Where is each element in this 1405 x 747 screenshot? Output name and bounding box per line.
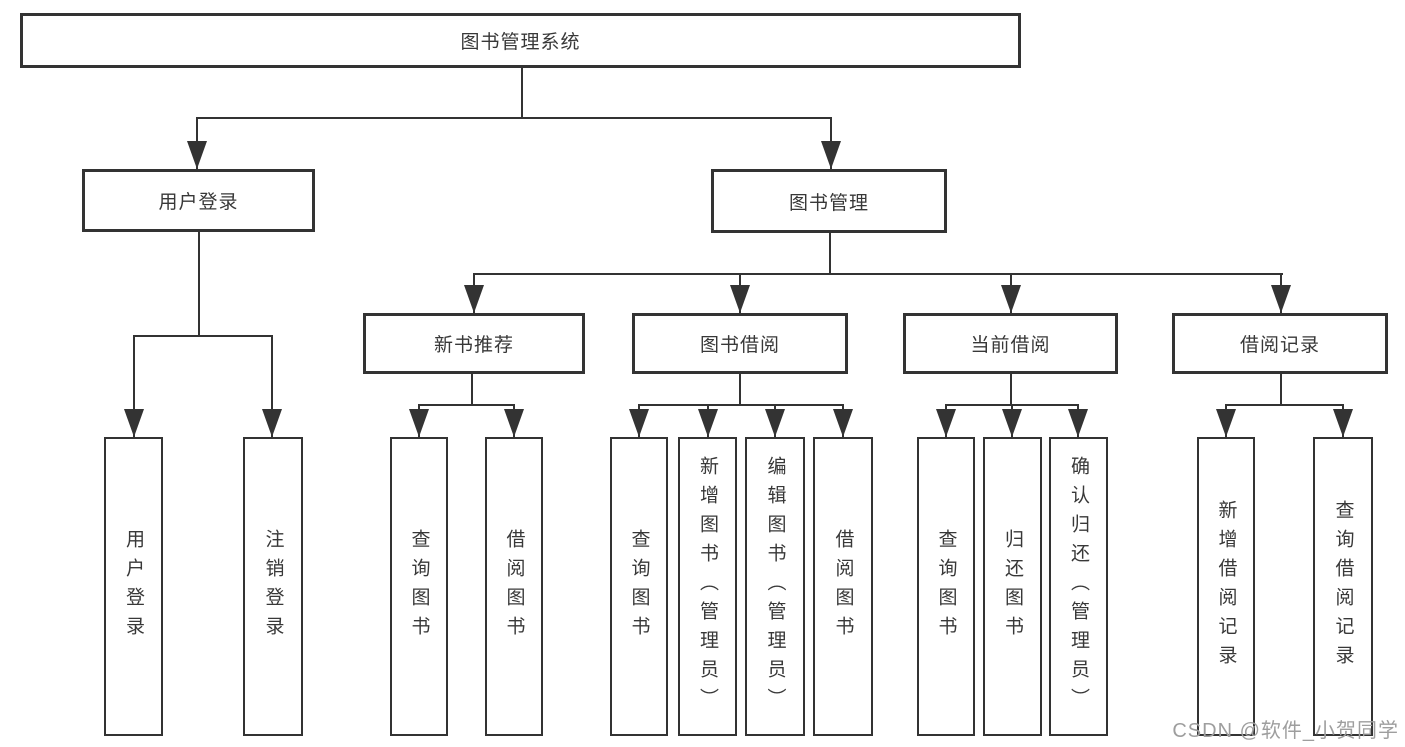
arrow-to-book-borrowing [739, 274, 741, 313]
arrow-leaf-g2-add [707, 405, 709, 437]
node-library-system-label: 图书管理系统 [460, 32, 581, 53]
leaf-g3-return-book: 归还图书 [983, 437, 1042, 736]
leaf-g1-borrow-books: 借阅图书 [485, 437, 543, 736]
node-new-book-recommend-label: 新书推荐 [433, 335, 514, 356]
connector-group1-stem [471, 374, 473, 405]
leaf-user-login-label: 用户登录 [123, 528, 144, 645]
node-book-management-label: 图书管理 [788, 192, 869, 214]
leaf-g4-query-borrow-record-label: 查询借阅记录 [1332, 499, 1354, 674]
arrow-to-borrowing-records [1280, 274, 1282, 313]
arrow-leaf-g1-query [418, 405, 420, 437]
connector-login-stem [198, 232, 200, 337]
leaf-g2-query-books-label: 查询图书 [628, 528, 650, 645]
node-library-system: 图书管理系统 [20, 13, 1021, 68]
arrow-to-leaf-user-login [133, 336, 135, 437]
node-book-management: 图书管理 [711, 169, 947, 233]
node-borrowing-records-label: 借阅记录 [1239, 335, 1320, 356]
arrow-to-book-management [830, 118, 832, 169]
connector-root-bus [196, 117, 832, 119]
connector-mgmt-stem [829, 233, 831, 275]
leaf-g3-confirm-return-admin: 确认归还（管理员） [1049, 437, 1108, 736]
leaf-g4-query-borrow-record: 查询借阅记录 [1313, 437, 1373, 736]
leaf-g2-edit-book-admin: 编辑图书（管理员） [745, 437, 805, 736]
node-current-borrowing-label: 当前借阅 [970, 335, 1051, 356]
leaf-g2-edit-book-admin-label: 编辑图书（管理员） [764, 456, 786, 717]
node-new-book-recommend: 新书推荐 [363, 313, 585, 374]
arrow-leaf-g2-query [638, 405, 640, 437]
arrow-leaf-g3-confirm [1077, 405, 1079, 437]
leaf-g3-return-book-label: 归还图书 [1002, 528, 1023, 645]
connector-group1-bus [418, 404, 515, 406]
node-user-login-label: 用户登录 [158, 192, 239, 213]
node-current-borrowing: 当前借阅 [903, 313, 1118, 374]
leaf-logout-label: 注销登录 [262, 528, 284, 645]
connector-group3-stem [1010, 374, 1012, 405]
connector-group4-stem [1280, 374, 1282, 405]
arrow-leaf-g4-add [1225, 405, 1227, 437]
leaf-g4-add-borrow-record-label: 新增借阅记录 [1215, 499, 1237, 674]
leaf-g1-query-books: 查询图书 [390, 437, 448, 736]
arrow-to-leaf-logout [271, 336, 273, 437]
arrow-to-new-book-recommend [473, 274, 475, 313]
leaf-g1-borrow-books-label: 借阅图书 [503, 528, 525, 645]
watermark-text: CSDN @软件_小贺同学 [1172, 720, 1399, 742]
leaf-g2-add-book-admin-label: 新增图书（管理员） [697, 456, 718, 717]
arrow-to-current-borrowing [1010, 274, 1012, 313]
leaf-g3-query-books: 查询图书 [917, 437, 975, 736]
arrow-leaf-g2-edit [774, 405, 776, 437]
arrow-leaf-g2-borrow [842, 405, 844, 437]
connector-root-stem [521, 68, 523, 118]
leaf-user-login: 用户登录 [104, 437, 163, 736]
arrow-to-user-login [196, 118, 198, 169]
leaf-g2-borrow-books: 借阅图书 [813, 437, 873, 736]
leaf-g2-borrow-books-label: 借阅图书 [832, 528, 854, 645]
node-book-borrowing: 图书借阅 [632, 313, 848, 374]
node-borrowing-records: 借阅记录 [1172, 313, 1388, 374]
connector-group2-stem [739, 374, 741, 405]
leaf-g4-add-borrow-record: 新增借阅记录 [1197, 437, 1255, 736]
arrow-leaf-g3-return [1011, 405, 1013, 437]
connector-login-bus [133, 335, 273, 337]
connector-group4-bus [1225, 404, 1344, 406]
arrow-leaf-g4-query [1342, 405, 1344, 437]
leaf-g3-confirm-return-admin-label: 确认归还（管理员） [1068, 456, 1089, 717]
arrow-leaf-g1-borrow [513, 405, 515, 437]
leaf-g1-query-books-label: 查询图书 [408, 528, 430, 645]
leaf-g2-query-books: 查询图书 [610, 437, 668, 736]
node-book-borrowing-label: 图书借阅 [699, 335, 780, 356]
connector-group2-bus [638, 404, 844, 406]
arrow-leaf-g3-query [945, 405, 947, 437]
leaf-g2-add-book-admin: 新增图书（管理员） [678, 437, 737, 736]
connector-mgmt-bus [473, 273, 1283, 275]
leaf-logout: 注销登录 [243, 437, 303, 736]
node-user-login: 用户登录 [82, 169, 315, 232]
leaf-g3-query-books-label: 查询图书 [935, 528, 957, 645]
